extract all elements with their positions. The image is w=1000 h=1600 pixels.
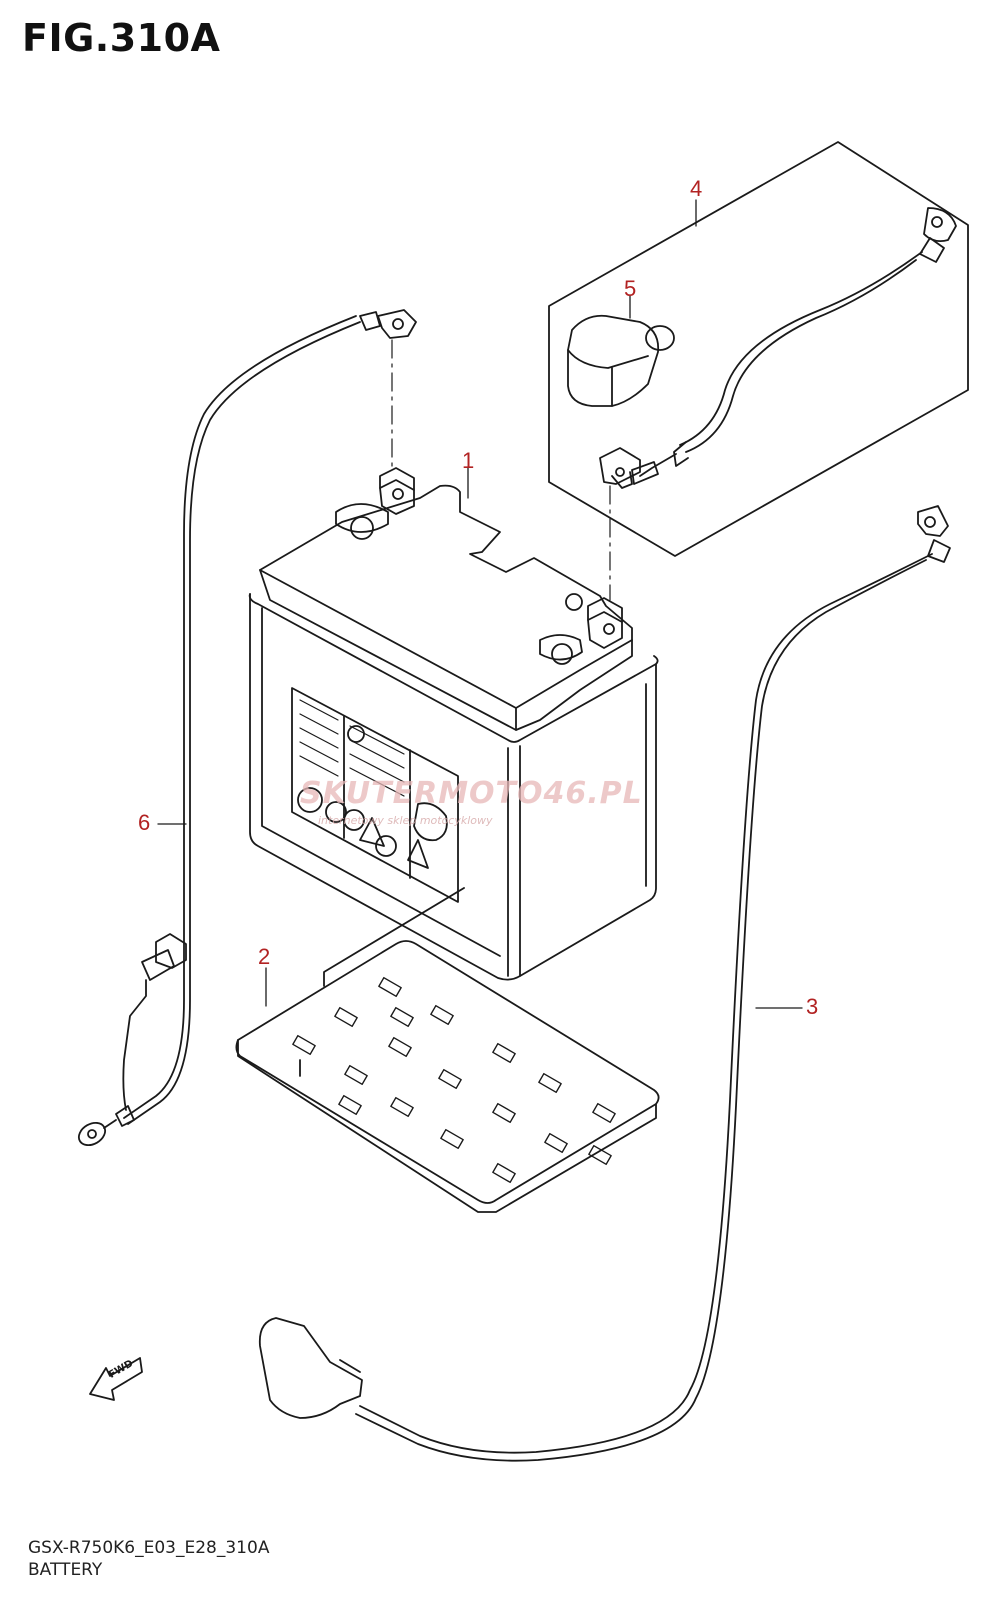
callout-6: 6 [138, 810, 151, 835]
watermark-subtext: internetowy sklep motocyklowy [318, 814, 493, 827]
part-3-cable [258, 505, 951, 1462]
part-4-battery-cable [599, 207, 957, 489]
callout-3: 3 [806, 994, 819, 1019]
callout-4: 4 [690, 176, 703, 201]
leader-lines [157, 199, 803, 1009]
model-code: GSX-R750K6_E03_E28_310A [28, 1538, 270, 1558]
watermark-text: SKUTERMOTO46.PL [300, 776, 643, 811]
figure-title: FIG.310A [22, 16, 221, 60]
part-1-battery [248, 467, 659, 981]
part-4-group-box [548, 141, 969, 557]
part-5-terminal-cap [567, 314, 675, 407]
section-name: BATTERY [28, 1560, 103, 1580]
fwd-direction-arrow [89, 1357, 143, 1401]
callout-2: 2 [258, 944, 271, 969]
alignment-lines [391, 339, 611, 601]
callout-5: 5 [624, 276, 637, 301]
part-2-battery-tray [235, 887, 660, 1213]
callout-1: 1 [462, 448, 475, 473]
part-6-cable [77, 309, 417, 1147]
